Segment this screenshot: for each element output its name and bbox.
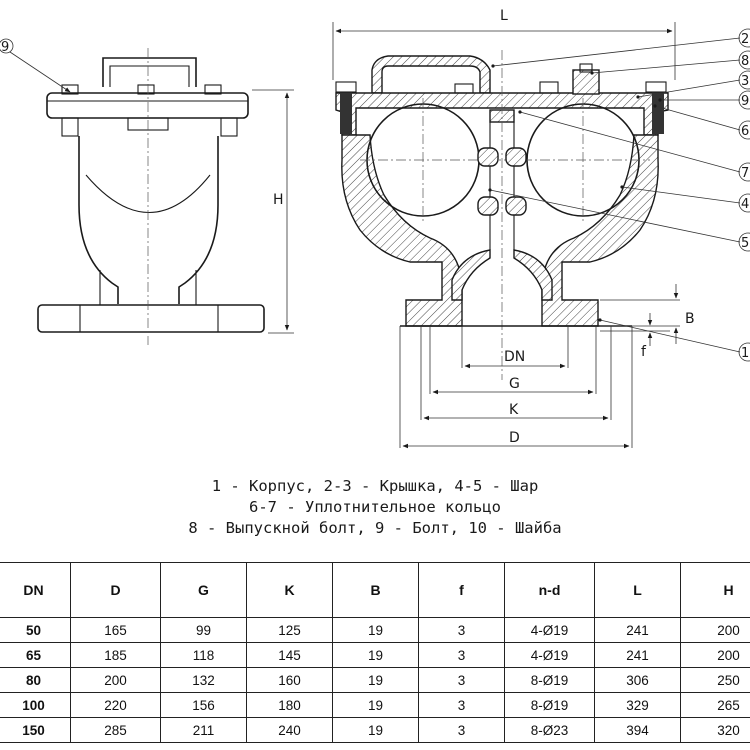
- cell: 265: [680, 692, 750, 718]
- cell: 200: [70, 667, 161, 693]
- section-view: L: [332, 8, 695, 449]
- dimensions-table: DN D G K B f n-d L H 50 165 99 125 19 3 …: [0, 562, 750, 743]
- callout-3-label: 3: [741, 74, 749, 89]
- cell: 3: [418, 617, 505, 643]
- callouts: 2 8 3 9 6 7 4 5 1: [488, 28, 750, 362]
- cell: 211: [160, 717, 247, 743]
- callout-7: [738, 162, 750, 182]
- header-k: K: [246, 562, 333, 618]
- cell: 8-Ø19: [504, 667, 595, 693]
- cell: 3: [418, 692, 505, 718]
- callout-2: [738, 28, 750, 48]
- parts-legend: 1 - Корпус, 2-3 - Крышка, 4-5 - Шар 6-7 …: [0, 476, 750, 539]
- cell: 65: [0, 642, 71, 668]
- cell: 50: [0, 617, 71, 643]
- callout-2-label: 2: [741, 32, 749, 47]
- cell: 250: [680, 667, 750, 693]
- cell: 220: [70, 692, 161, 718]
- cell: 3: [418, 717, 505, 743]
- cell: 19: [332, 617, 419, 643]
- header-g: G: [160, 562, 247, 618]
- dim-f-label: f: [641, 344, 647, 360]
- cell: 241: [594, 642, 681, 668]
- cell: 306: [594, 667, 681, 693]
- cell: 200: [680, 642, 750, 668]
- legend-line-3: 8 - Выпускной болт, 9 - Болт, 10 - Шайба: [188, 519, 562, 537]
- legend-line-1: 1 - Корпус, 2-3 - Крышка, 4-5 - Шар: [211, 477, 539, 495]
- cell: 241: [594, 617, 681, 643]
- header-f: f: [418, 562, 505, 618]
- callout-4-label: 4: [741, 197, 749, 212]
- dim-dn-label: DN: [504, 349, 525, 365]
- callout-8-label: 8: [741, 54, 749, 69]
- callout-5: [738, 232, 750, 252]
- cell: 3: [418, 667, 505, 693]
- cell: 80: [0, 667, 71, 693]
- header-h: H: [680, 562, 750, 618]
- dim-h-label: H: [273, 192, 284, 208]
- dim-g-label: G: [509, 376, 520, 392]
- callout-4: [738, 193, 750, 213]
- table-row: 65 185 118 145 19 3 4-Ø19 241 200: [0, 642, 750, 668]
- header-n-d: n-d: [504, 562, 595, 618]
- callout-1-label: 1: [741, 346, 749, 361]
- table-row: 100 220 156 180 19 3 8-Ø19 329 265: [0, 692, 750, 718]
- header-l: L: [594, 562, 681, 618]
- callout-9-right-label: 9: [741, 94, 749, 109]
- callout-1: [738, 342, 750, 362]
- callout-7-label: 7: [741, 166, 749, 181]
- cell: 240: [246, 717, 333, 743]
- callout-9-right: [738, 90, 750, 110]
- header-d: D: [70, 562, 161, 618]
- cell: 150: [0, 717, 71, 743]
- callout-6: [738, 120, 750, 140]
- callout-8: [738, 50, 750, 70]
- dim-l-label: L: [500, 8, 508, 24]
- cell: 156: [160, 692, 247, 718]
- callout-3: [738, 70, 750, 90]
- cell: 165: [70, 617, 161, 643]
- cell: 99: [160, 617, 247, 643]
- dim-k-label: K: [509, 402, 519, 418]
- table-row: 50 165 99 125 19 3 4-Ø19 241 200: [0, 617, 750, 643]
- cell: 100: [0, 692, 71, 718]
- cell: 180: [246, 692, 333, 718]
- cell: 125: [246, 617, 333, 643]
- dim-b-label: B: [685, 311, 695, 327]
- cell: 320: [680, 717, 750, 743]
- cell: 8-Ø19: [504, 692, 595, 718]
- technical-drawing: H 9 L: [0, 8, 750, 449]
- cell: 4-Ø19: [504, 617, 595, 643]
- legend-line-2: 6-7 - Уплотнительное кольцо: [249, 498, 501, 516]
- dim-d-label: D: [509, 430, 520, 446]
- cell: 19: [332, 717, 419, 743]
- callout-9-left-label: 9: [1, 40, 9, 55]
- table-header-row: DN D G K B f n-d L H: [0, 562, 750, 618]
- cell: 19: [332, 667, 419, 693]
- table-row: 150 285 211 240 19 3 8-Ø23 394 320: [0, 717, 750, 743]
- side-view: H 9: [0, 38, 294, 345]
- cell: 4-Ø19: [504, 642, 595, 668]
- cell: 145: [246, 642, 333, 668]
- cell: 19: [332, 692, 419, 718]
- callout-6-label: 6: [741, 124, 749, 139]
- callout-9-circle-left: [0, 38, 14, 54]
- cell: 394: [594, 717, 681, 743]
- cell: 329: [594, 692, 681, 718]
- header-b: B: [332, 562, 419, 618]
- cell: 285: [70, 717, 161, 743]
- cell: 185: [70, 642, 161, 668]
- cell: 19: [332, 642, 419, 668]
- callout-5-label: 5: [741, 236, 749, 251]
- cell: 132: [160, 667, 247, 693]
- cell: 3: [418, 642, 505, 668]
- cell: 200: [680, 617, 750, 643]
- cell: 160: [246, 667, 333, 693]
- header-dn: DN: [0, 562, 71, 618]
- table-row: 80 200 132 160 19 3 8-Ø19 306 250: [0, 667, 750, 693]
- cell: 8-Ø23: [504, 717, 595, 743]
- cell: 118: [160, 642, 247, 668]
